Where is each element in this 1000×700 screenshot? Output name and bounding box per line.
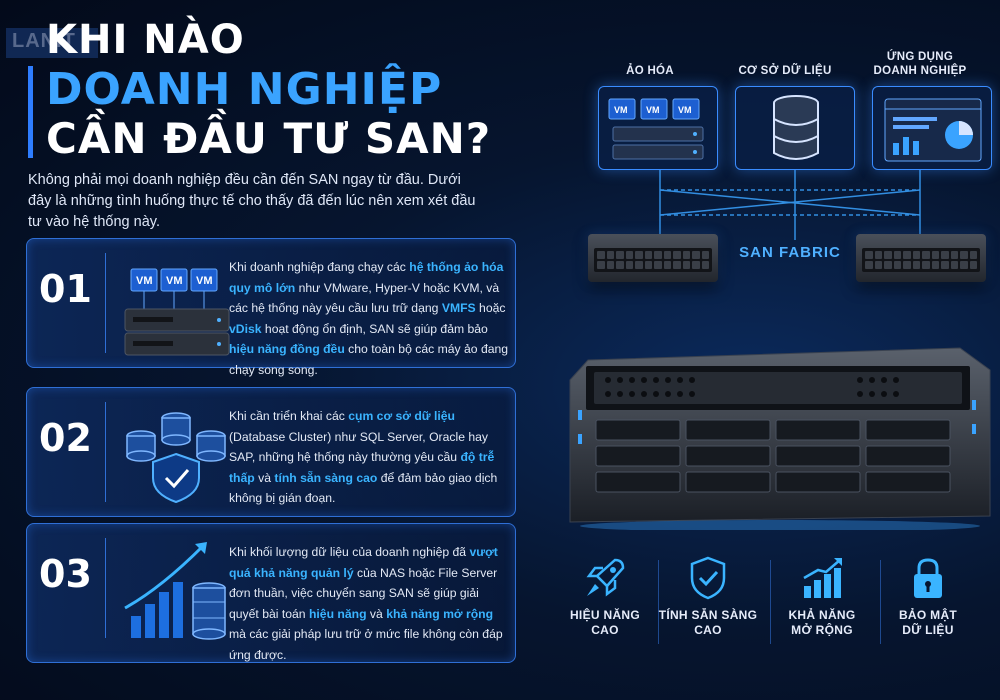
card-divider <box>105 402 106 502</box>
scenario-card-3: 03 Khi khối lượng dữ liệu của doanh nghi… <box>26 523 516 663</box>
growth-chart-icon <box>124 542 226 640</box>
feature-divider <box>770 560 771 644</box>
card-divider <box>105 253 106 353</box>
vm-label: VM <box>166 275 183 287</box>
switch-ports <box>594 248 712 272</box>
vm-label: VM <box>196 275 213 287</box>
card-divider <box>105 538 106 638</box>
title-line-1: KHI NÀO <box>46 17 245 63</box>
virtualization-box: VM VM VM <box>598 86 718 170</box>
card-description: Khi cần triển khai các cụm cơ sở dữ liệu… <box>229 409 498 506</box>
vm-label: VM <box>614 105 628 115</box>
dashboard-icon <box>884 98 982 162</box>
card-number: 03 <box>39 552 92 596</box>
san-storage-array <box>569 347 991 530</box>
vm-label: VM <box>678 105 692 115</box>
card-description: Khi doanh nghiệp đang chạy các hệ thống … <box>229 260 509 377</box>
scenario-card-2: 02 Khi cần triển khai các cụm cơ sở dữ l… <box>26 387 516 517</box>
rocket-icon <box>586 558 625 597</box>
database-box <box>735 86 855 170</box>
card-number: 02 <box>39 416 92 460</box>
vm-label: VM <box>136 275 153 287</box>
lock-icon <box>914 558 942 598</box>
connection-lines <box>659 170 921 240</box>
virtual-server-icon: VM VM VM <box>124 268 230 356</box>
scenario-card-1: 01 VM VM VM Khi doanh nghiệp đang chạy c… <box>26 238 516 377</box>
enterprise-apps-box <box>872 86 992 170</box>
logo: LANIT <box>6 28 98 58</box>
feature-divider <box>880 560 881 644</box>
growth-bars-icon <box>803 558 842 598</box>
title-line-2: DOANH NGHIỆP <box>46 64 443 115</box>
shield-check-icon <box>690 556 726 600</box>
vm-label: VM <box>646 105 660 115</box>
intro-text: Không phải mọi doanh nghiệp đều cần đến … <box>28 172 476 230</box>
label-enterprise-apps: ỨNG DỤNG DOANH NGHIỆP <box>873 51 967 77</box>
database-icon <box>773 95 819 160</box>
san-fabric-label: SAN FABRIC <box>739 244 841 261</box>
fabric-switch-right <box>856 234 986 282</box>
database-shield-icon <box>126 412 226 504</box>
switch-ports <box>862 248 980 272</box>
feature-divider <box>658 560 659 644</box>
label-database: CƠ SỞ DỮ LIỆU <box>738 65 832 77</box>
card-description: Khi khối lượng dữ liệu của doanh nghiệp … <box>229 545 503 662</box>
title-line-3: CẦN ĐẦU TƯ SAN? <box>46 114 492 163</box>
label-virtualization: ẢO HÓA <box>626 65 674 77</box>
card-number: 01 <box>39 267 92 311</box>
vm-stack-icon: VM VM VM <box>608 98 704 160</box>
fabric-switch-left <box>588 234 718 282</box>
title-accent-bar <box>28 66 33 158</box>
